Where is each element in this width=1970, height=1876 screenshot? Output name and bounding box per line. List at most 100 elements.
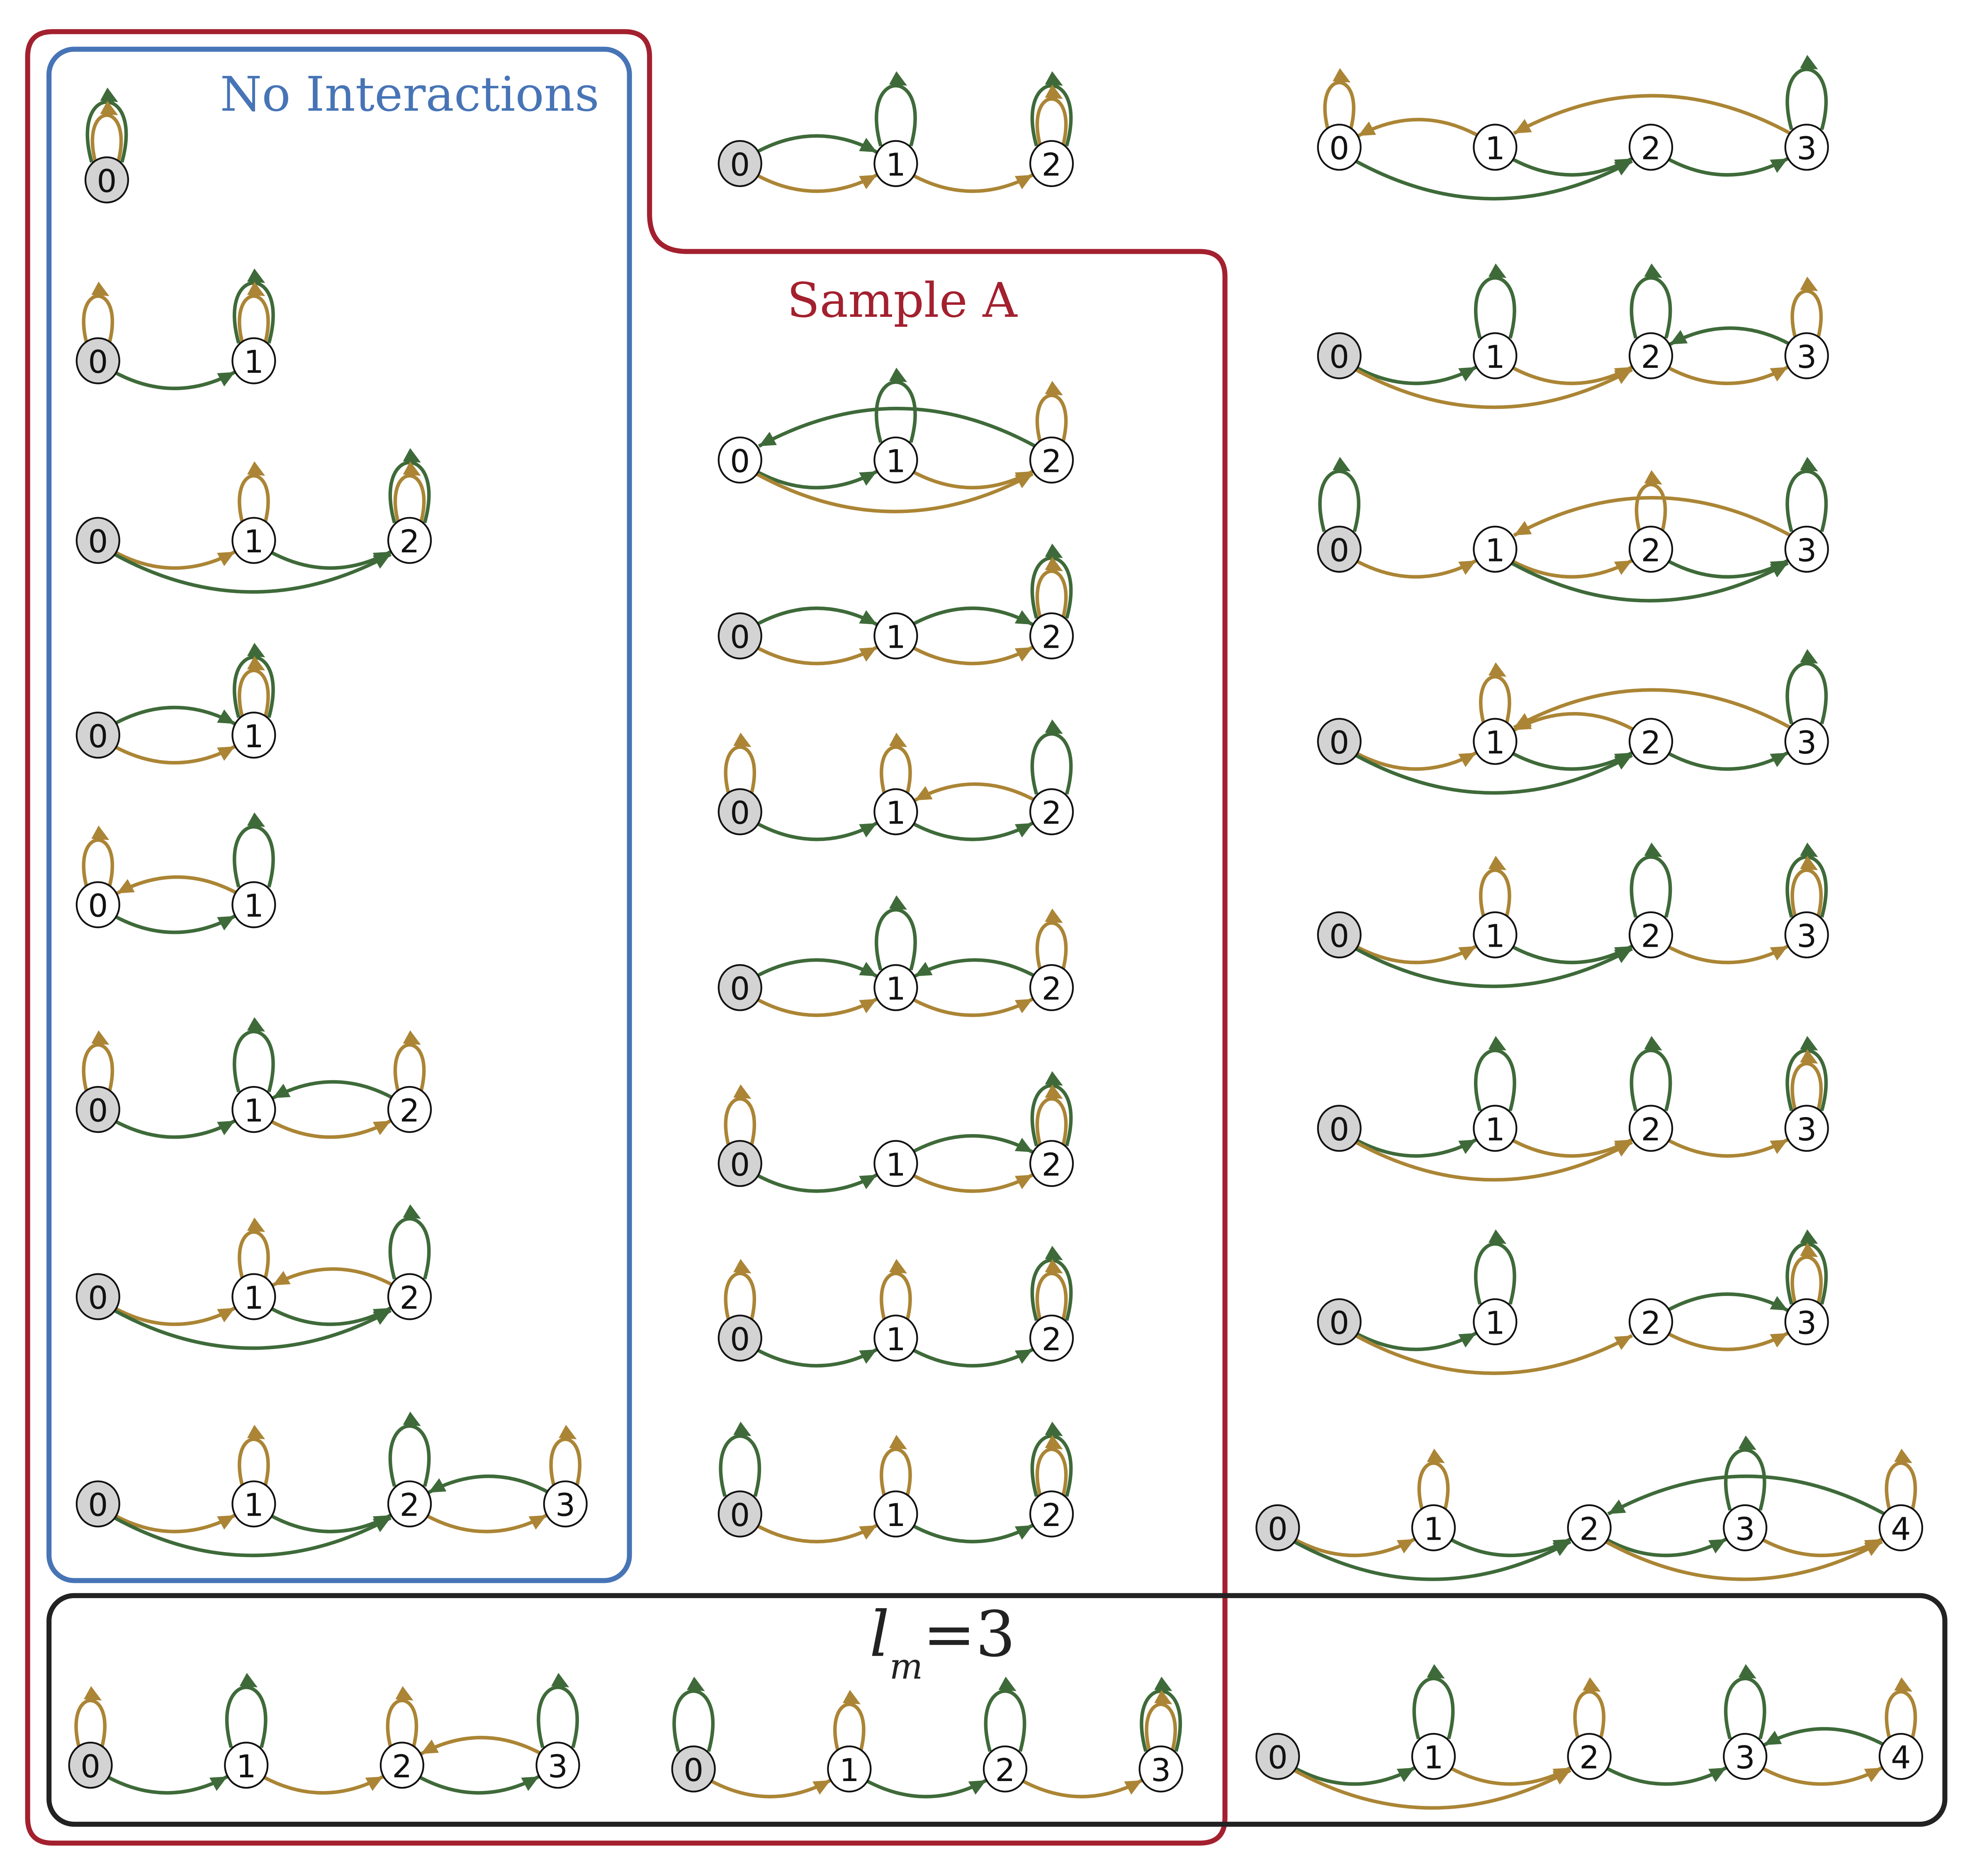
node [1473, 718, 1518, 765]
node [231, 881, 276, 928]
node-label: 0 [730, 619, 750, 655]
root-node [75, 1086, 120, 1133]
edge-green [911, 1348, 1034, 1368]
node-label: 3 [1797, 130, 1817, 167]
arrowhead-icon [889, 71, 907, 86]
arrowhead-icon [1154, 1690, 1172, 1704]
node [1029, 612, 1074, 660]
arrowhead-icon [1045, 381, 1063, 396]
node-label: 3 [1151, 1752, 1171, 1789]
edge-green [1763, 1727, 1886, 1747]
arrowhead-icon [889, 732, 907, 747]
arrowhead-icon [1458, 1333, 1476, 1348]
root-node [671, 1745, 716, 1793]
node-label: 2 [1041, 1497, 1061, 1533]
node [873, 1490, 918, 1538]
edge-green [755, 1173, 878, 1193]
self-loop-gold [238, 474, 270, 523]
edge-green [1355, 365, 1477, 385]
node-label: 0 [88, 523, 108, 560]
edge-green [113, 1119, 236, 1139]
edge-green [1355, 159, 1633, 201]
node-label: 2 [1641, 1111, 1661, 1148]
node-label: 0 [88, 888, 108, 924]
arrowhead-icon [733, 1084, 752, 1099]
arrowhead-icon [1458, 753, 1476, 767]
edge-gold [1293, 1537, 1416, 1558]
node [1473, 525, 1518, 573]
arrowhead-icon [1644, 842, 1662, 857]
edge-gold [755, 472, 1034, 513]
edge-gold [1355, 1334, 1633, 1375]
self-loop-gold [1885, 1690, 1917, 1740]
node [387, 517, 432, 564]
edge-gold [1513, 94, 1791, 135]
self-loop-green [233, 1030, 275, 1093]
self-loop-gold [1035, 1097, 1068, 1147]
edge-gold [1666, 1138, 1789, 1158]
self-loop-gold [1634, 483, 1667, 532]
arrowhead-icon [1333, 457, 1351, 471]
self-loop-gold [1417, 1461, 1450, 1511]
self-loop-green [1785, 662, 1828, 724]
node [873, 964, 918, 1011]
arrowhead-icon [247, 268, 265, 283]
arrowhead-icon [998, 1677, 1017, 1691]
edge-gold [1510, 1138, 1633, 1158]
root-node [717, 1490, 762, 1538]
self-loop-gold [393, 474, 426, 523]
edge-gold [755, 997, 878, 1017]
edge-gold [911, 173, 1034, 193]
edge-green [1605, 1766, 1727, 1786]
node [231, 517, 276, 564]
arrowhead-icon [1045, 1084, 1063, 1099]
root-node [1317, 718, 1362, 765]
arrowhead-icon [217, 1515, 235, 1530]
node [1628, 332, 1673, 379]
root-node [75, 1480, 120, 1528]
edge-green [914, 958, 1036, 978]
self-loop-gold [82, 1043, 114, 1093]
node [1567, 1733, 1612, 1780]
edge-green [1668, 326, 1791, 346]
edge-green [269, 1514, 392, 1533]
node [1784, 718, 1829, 765]
edge-green [911, 821, 1034, 841]
self-loop-gold [1035, 1271, 1068, 1321]
arrowhead-icon [1614, 369, 1632, 384]
arrowhead-icon [372, 1310, 391, 1325]
edge-gold [1355, 559, 1477, 579]
arrowhead-icon [1800, 649, 1818, 664]
self-loop-gold [724, 1271, 756, 1321]
edge-green [1666, 1292, 1789, 1312]
arrowhead-icon [365, 1776, 383, 1791]
arrowhead-icon [1552, 1770, 1571, 1785]
arrowhead-icon [403, 1030, 421, 1045]
node-label: 2 [1041, 619, 1061, 655]
node [1784, 1105, 1829, 1152]
self-loop-gold [880, 1271, 912, 1321]
root-node [1255, 1733, 1300, 1780]
edge-green [755, 469, 878, 490]
root-node [1317, 332, 1362, 379]
node [1029, 140, 1074, 187]
edge-green [911, 606, 1034, 626]
self-loop-green [388, 1424, 431, 1487]
arrowhead-icon [521, 1776, 539, 1791]
node-label: 3 [1735, 1511, 1755, 1547]
arrowhead-icon [1614, 560, 1632, 575]
node [1628, 1105, 1673, 1152]
edge-gold [1510, 559, 1633, 579]
arrowhead-icon [551, 1673, 569, 1687]
node-label: 1 [244, 1280, 264, 1316]
edge-green [1293, 1766, 1416, 1786]
edge-gold [914, 782, 1036, 802]
node-label: 2 [1041, 971, 1061, 1007]
